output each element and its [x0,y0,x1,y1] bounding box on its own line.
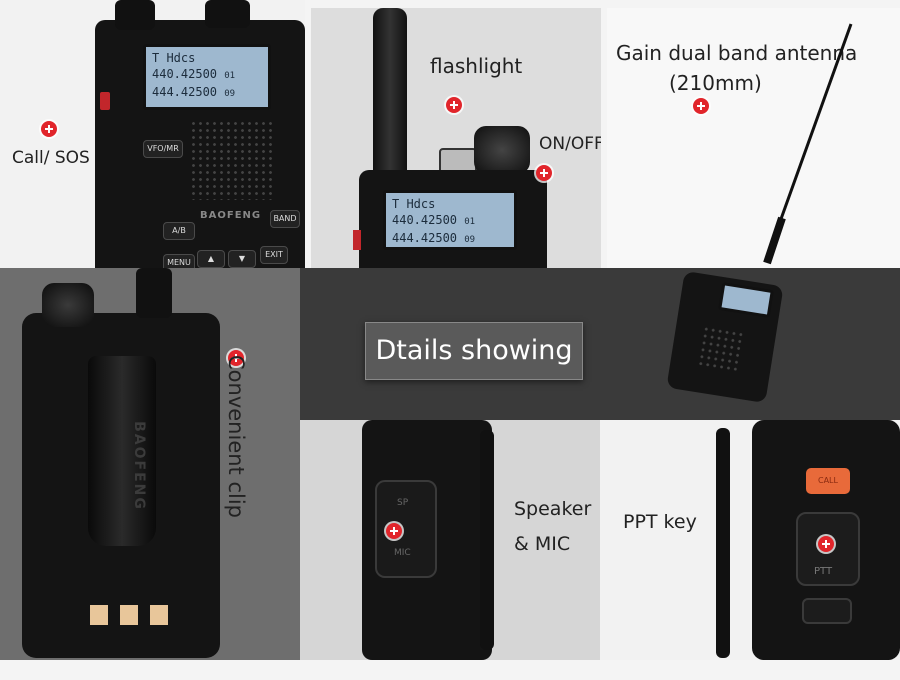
lcd-freq-b-1: 444.42500 [152,85,218,99]
call-key-orange[interactable]: CALL [806,468,850,494]
label-flashlight: flashlight [430,54,523,78]
side-red-button [353,230,361,250]
hotspot-ppt[interactable] [818,536,834,552]
lcd-screen-2: T Hdcs 440.42500 01 444.42500 09 [383,190,517,250]
battery-contact-3 [150,605,168,625]
hotspot-call-sos[interactable] [41,121,57,137]
lcd-freq-b-2: 444.42500 [392,231,458,245]
ptt-key[interactable] [796,512,860,586]
label-antenna-line1: Gain dual band antenna [616,41,858,65]
knob-back [42,283,94,327]
antenna-back [136,268,172,318]
lcd-freq-a-2: 440.42500 [392,213,458,227]
battery-contact-2 [120,605,138,625]
antenna-stub [115,0,155,30]
panel-speaker-mic: SP MIC Speaker & MIC [300,420,600,660]
side-clip [480,430,494,650]
panel-front-call-sos: T Hdcs 440.42500 01 444.42500 09 VFO/MR … [0,0,305,268]
speaker-grille-1 [190,120,275,200]
down-arrow-key[interactable]: ▼ [228,250,256,268]
antenna-1 [373,8,407,178]
ptt-text: PTT [814,566,833,577]
lcd-ch-b-2: 09 [464,235,476,245]
label-clip: Convenient clip [224,355,248,518]
antenna-whip [763,23,853,265]
brand-logo-1: BAOFENG [200,210,262,221]
lcd-ch-b-1: 09 [224,89,236,99]
label-call-sos: Call/ SOS [12,148,90,168]
monitor-key[interactable] [802,598,852,624]
mic-text: MIC [394,548,411,558]
lcd-mode-1: T Hdcs [152,51,196,65]
lcd-mode-2: T Hdcs [392,197,436,211]
panel-ppt: CALL PTT PPT key [600,420,900,660]
lcd-freq-a-1: 440.42500 [152,67,218,81]
label-ppt-key: PPT key [623,511,697,533]
hotspot-flashlight[interactable] [446,97,462,113]
menu-key[interactable]: MENU [163,254,195,268]
details-badge: Dtails showing [365,322,583,380]
sp-text: SP [397,498,409,508]
panel-top-flashlight: T Hdcs 440.42500 01 444.42500 09 flashli… [311,8,601,268]
power-knob [474,126,530,174]
label-speaker: Speaker [514,498,592,520]
lcd-screen-1: T Hdcs 440.42500 01 444.42500 09 [143,44,271,110]
label-mic: & MIC [514,533,571,555]
ab-key[interactable]: A/B [163,222,195,240]
lcd-ch-a-1: 01 [224,71,236,81]
band-key[interactable]: BAND [270,210,300,228]
knob-top [205,0,250,28]
belt-clip [88,356,156,546]
lcd-ch-a-2: 01 [464,217,476,227]
hotspot-clip[interactable] [228,350,244,366]
hotspot-on-off[interactable] [536,165,552,181]
panel-back-clip: BAOFENG [0,268,300,660]
speaker-grille-small [697,325,743,371]
call-button-red[interactable] [100,92,110,110]
ptt-side-clip [716,428,730,658]
label-antenna-line2: (210mm) [669,71,762,95]
up-arrow-key[interactable]: ▲ [197,250,225,268]
sp-mic-jack[interactable] [375,480,437,578]
hotspot-speaker-mic[interactable] [386,523,402,539]
clip-brand: BAOFENG [130,421,147,511]
exit-key[interactable]: EXIT [260,246,288,264]
label-on-off: ON/OFF [539,134,601,154]
panel-antenna: Gain dual band antenna (210mm) [607,8,900,268]
hotspot-antenna[interactable] [693,98,709,114]
battery-contact-1 [90,605,108,625]
vfo-mr-key[interactable]: VFO/MR [143,140,183,158]
